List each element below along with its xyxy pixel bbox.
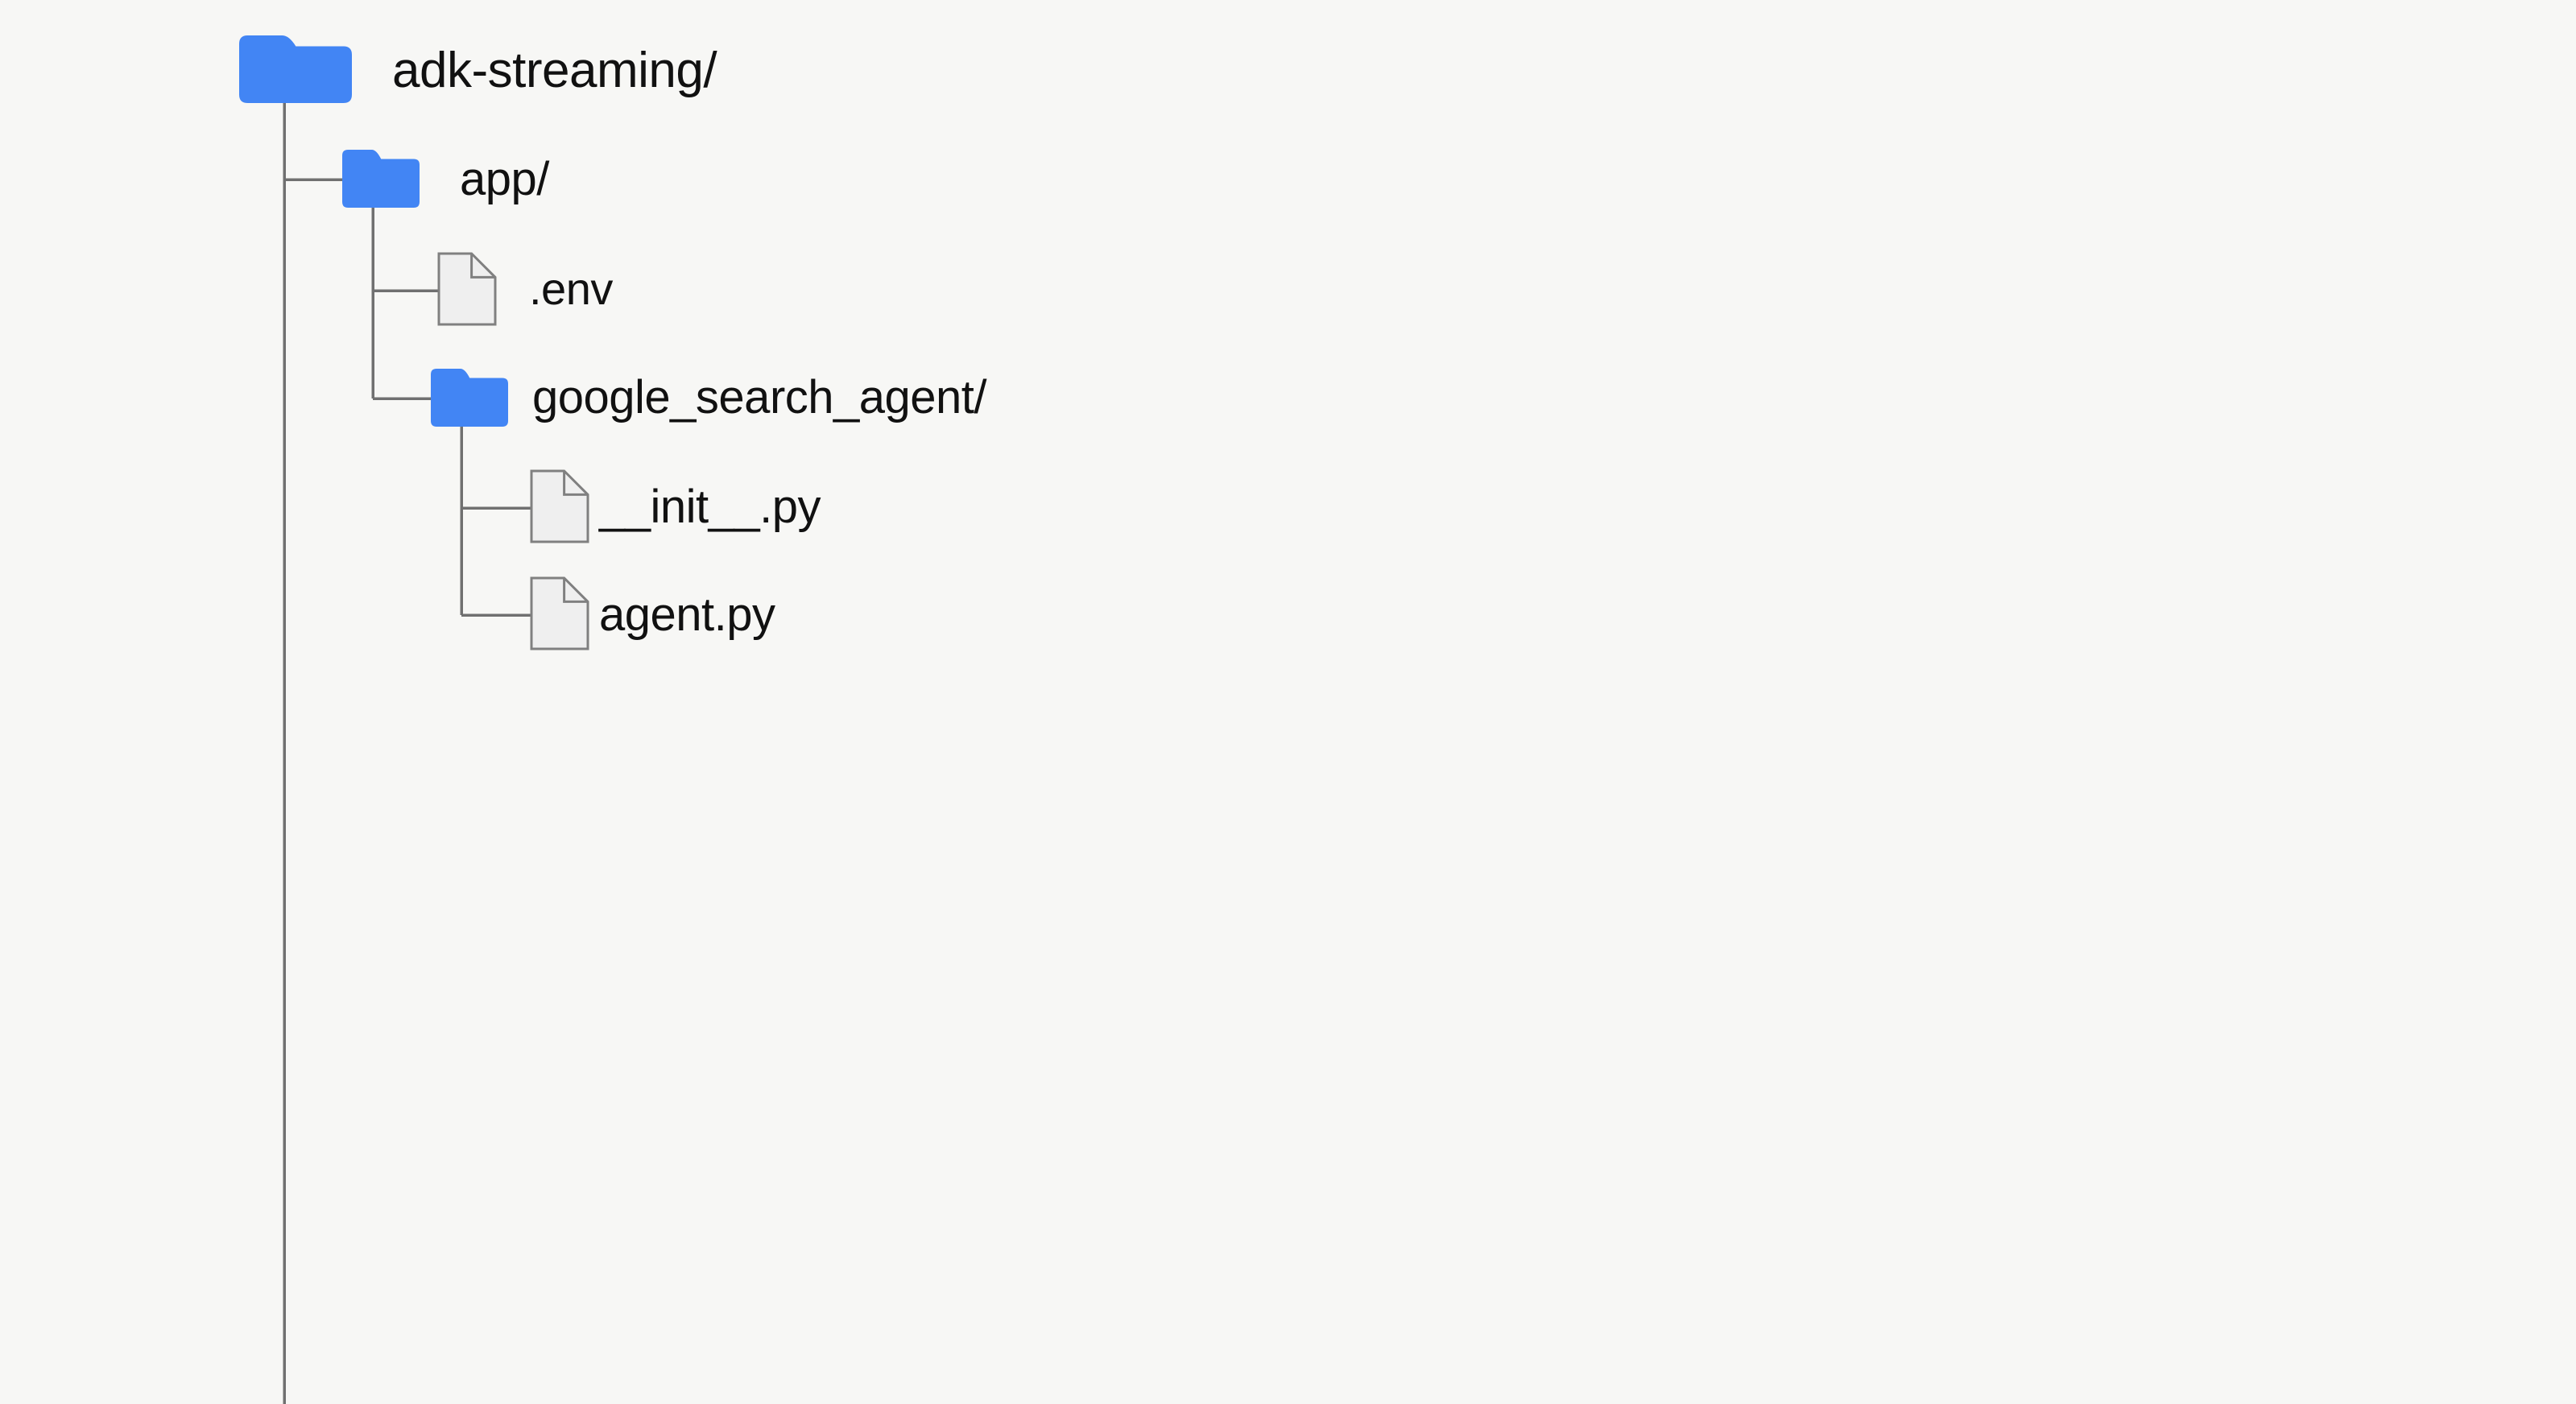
node-label-google_search_agent: google_search_agent/ — [532, 371, 987, 423]
node-label-env: .env — [529, 263, 613, 314]
folder-icon — [431, 369, 508, 427]
file-icon-fold — [470, 254, 495, 279]
connector-lines — [283, 103, 531, 1404]
node-label-init_py: __init__.py — [599, 481, 821, 533]
file-icon — [437, 252, 497, 326]
folder-icon — [239, 35, 352, 103]
node-icons — [239, 35, 589, 650]
node-label-agent_py: agent.py — [599, 588, 775, 641]
file-icon — [530, 469, 589, 543]
file-icon-fold — [563, 471, 588, 496]
node-label-adk-streaming: adk-streaming/ — [392, 43, 717, 98]
node-label-app: app/ — [460, 153, 549, 205]
file-icon-fold — [563, 578, 588, 603]
file-icon — [530, 576, 589, 650]
folder-icon — [342, 150, 420, 208]
